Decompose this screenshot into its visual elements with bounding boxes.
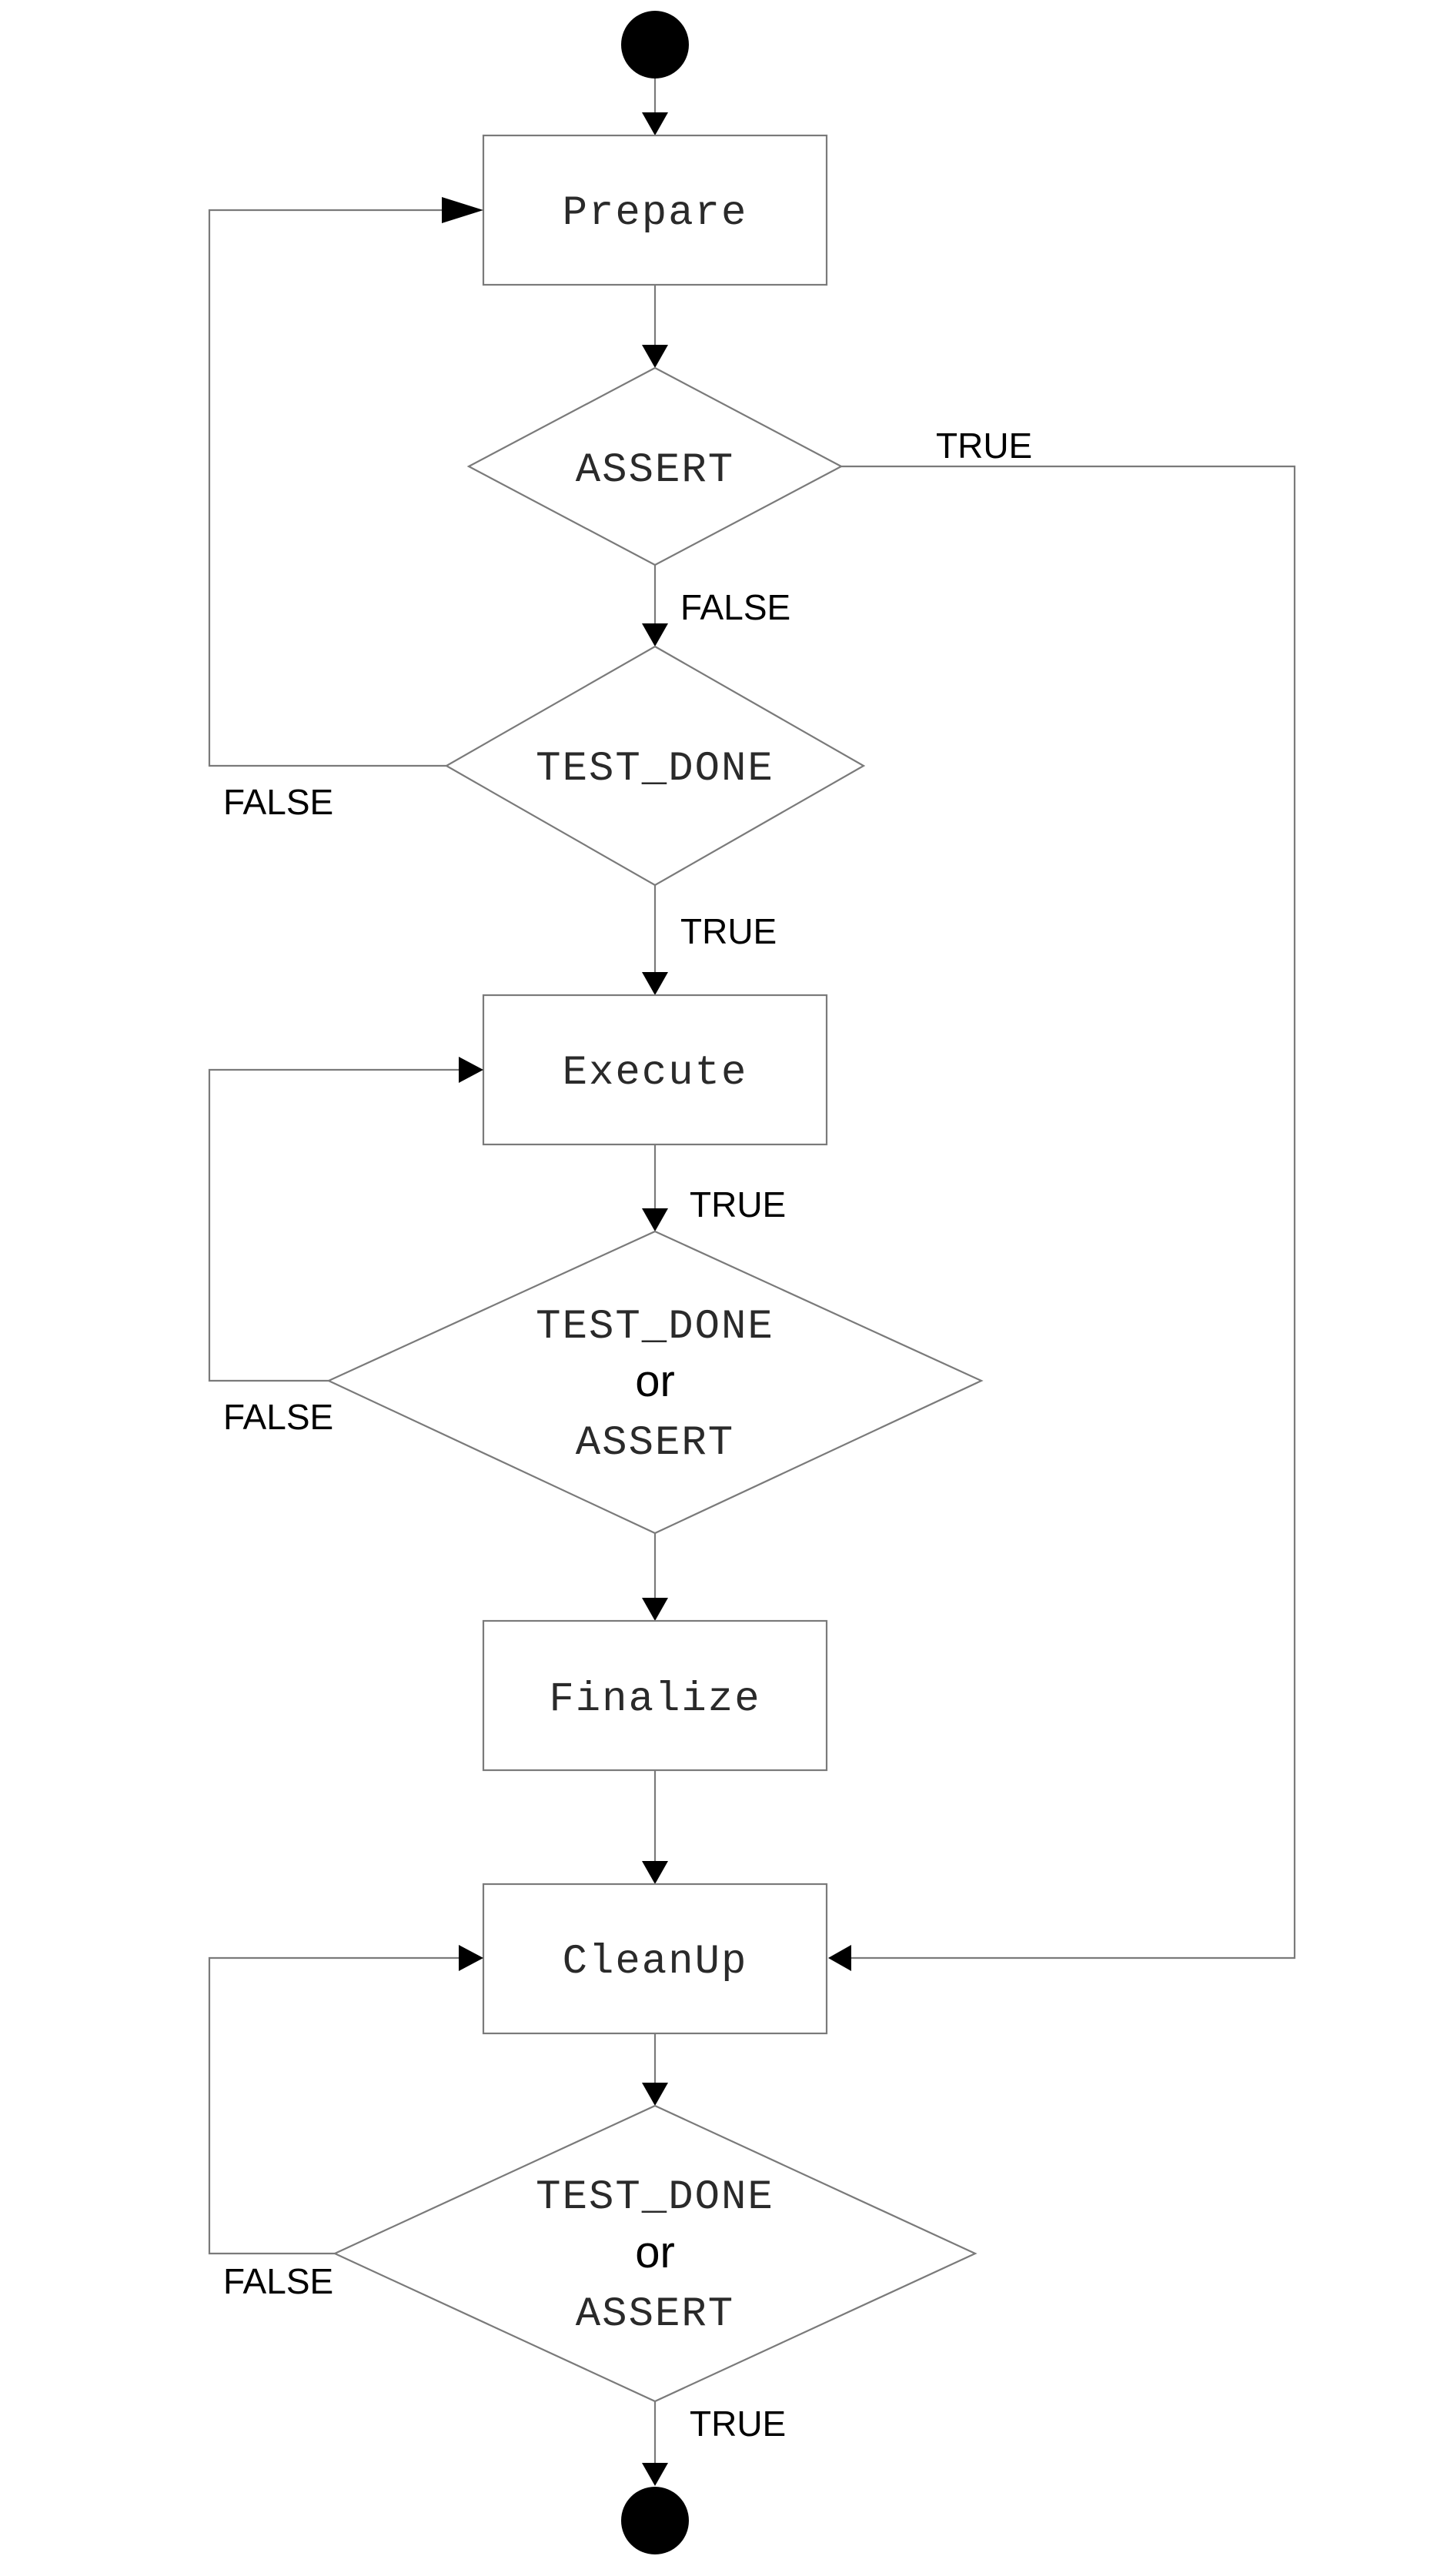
decision-3-line2: or — [635, 2227, 675, 2277]
edge-label-execute-true: TRUE — [690, 1184, 786, 1225]
process-cleanup — [482, 1883, 828, 2035]
arrowhead-decision-3-true-end — [642, 2463, 668, 2486]
arrowhead-assert-false-test-done — [642, 623, 668, 647]
arrowhead-start-prepare — [642, 112, 668, 135]
start-node — [621, 11, 689, 79]
decision-3-line3: ASSERT — [576, 2291, 734, 2338]
decision-2-line2: or — [635, 1356, 675, 1406]
process-execute — [482, 994, 828, 1146]
edge-label-decision-3-false: FALSE — [223, 2261, 333, 2301]
arrowhead-assert-true-cleanup — [828, 1945, 851, 1971]
edge-label-test-done-false: FALSE — [223, 782, 333, 822]
edge-decision-3-false-cleanup — [208, 1956, 462, 2255]
edge-assert-true-cleanup — [841, 465, 1296, 1960]
edge-label-decision-3-true: TRUE — [690, 2404, 786, 2444]
edge-label-test-done-true: TRUE — [680, 911, 777, 951]
process-finalize-label: Finalize — [549, 1676, 760, 1723]
edge-decision-2-false-execute — [208, 1068, 462, 1382]
arrowhead-cleanup-decision-3 — [642, 2083, 668, 2106]
edge-label-decision-2-false: FALSE — [223, 1397, 333, 1437]
arrowhead-finalize-cleanup — [642, 1861, 668, 1884]
decision-3-line1: TEST_DONE — [536, 2174, 774, 2221]
decision-2-line1: TEST_DONE — [536, 1304, 774, 1351]
arrowhead-test-done-true-execute — [642, 972, 668, 995]
arrowhead-decision-3-false-cleanup — [459, 1945, 483, 1971]
decision-test-done-label: TEST_DONE — [536, 746, 774, 793]
decision-assert-label: ASSERT — [576, 447, 734, 494]
process-prepare-label: Prepare — [563, 190, 748, 237]
arrowhead-execute-decision-2 — [642, 1208, 668, 1231]
arrowhead-decision-2-false-execute — [459, 1057, 483, 1083]
arrowhead-decision-2-finalize — [642, 1598, 668, 1621]
arrowhead-test-done-false-prepare — [442, 197, 483, 223]
edge-test-done-false-prepare — [208, 209, 446, 767]
arrowhead-prepare-assert — [642, 345, 668, 368]
end-node — [621, 2487, 689, 2554]
edge-label-assert-true: TRUE — [936, 426, 1032, 466]
process-cleanup-label: CleanUp — [563, 1939, 748, 1986]
edge-label-assert-false: FALSE — [680, 587, 790, 627]
decision-2-line3: ASSERT — [576, 1420, 734, 1467]
process-execute-label: Execute — [563, 1050, 748, 1097]
